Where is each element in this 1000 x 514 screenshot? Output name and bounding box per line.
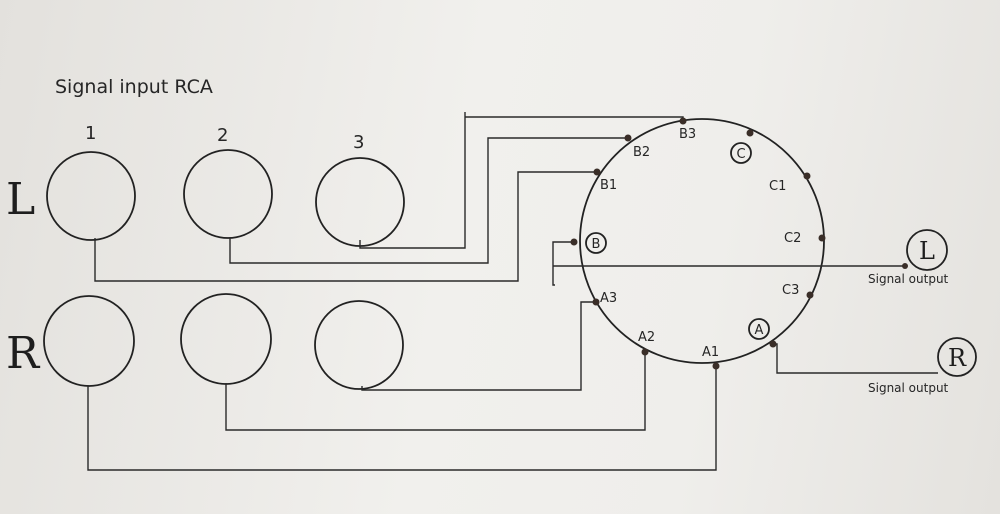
contact-label-B2: B2 [633, 145, 650, 160]
output-caption-left: Signal output [868, 272, 949, 286]
wire-R-output [773, 343, 938, 374]
contact-dot-A3 [592, 298, 600, 306]
contact-dot-C2 [818, 234, 826, 242]
wire-L2-B2 [229, 137, 628, 264]
jack-R3 [314, 300, 404, 390]
output-caption-right: Signal output [868, 381, 949, 395]
row-label-left: L [6, 174, 35, 225]
jack-L1 [46, 151, 136, 241]
jack-R2 [180, 293, 272, 385]
wire-L1-B1 [94, 171, 597, 282]
wire-B-common [552, 241, 574, 286]
position-label-C: C [736, 147, 745, 162]
output-jack-right [937, 337, 977, 377]
jack-L2 [183, 149, 273, 239]
contact-label-B1: B1 [600, 178, 617, 193]
wire-R3-A3 [361, 301, 596, 391]
input-number-1: 1 [85, 123, 96, 144]
wire-R1-A1 [87, 366, 717, 471]
position-label-A: A [755, 323, 764, 338]
contact-label-A3: A3 [600, 291, 617, 306]
output-label-right: R [948, 344, 967, 372]
position-marker-A [748, 318, 770, 340]
contact-dot-B [570, 238, 578, 246]
contact-dot-A1 [712, 362, 720, 370]
contact-label-A2: A2 [638, 330, 655, 345]
contact-dot-B3 [679, 117, 687, 125]
contact-dot-B1 [593, 168, 601, 176]
jack-R1 [43, 295, 135, 387]
contact-label-C1: C1 [769, 179, 786, 194]
contact-dot-B2 [624, 134, 632, 142]
row-label-right: R [6, 328, 41, 379]
title-label: Signal input RCA [55, 76, 213, 98]
input-number-3: 3 [353, 132, 364, 153]
wire-R2-A2 [225, 352, 646, 431]
contact-label-C3: C3 [782, 283, 799, 298]
contact-label-C2: C2 [784, 231, 801, 246]
output-jack-left [906, 229, 948, 271]
contact-dot-C [746, 129, 754, 137]
contact-dot-C1 [803, 172, 811, 180]
contact-dot-A2 [641, 348, 649, 356]
position-marker-B [585, 232, 607, 254]
wire-L3-B3-top [465, 116, 684, 121]
contact-dot-A [769, 340, 777, 348]
contact-label-A1: A1 [702, 345, 719, 360]
wire-L3-B3 [359, 112, 466, 249]
contact-dot-L-out [902, 263, 908, 269]
input-number-2: 2 [217, 125, 228, 146]
position-label-B: B [592, 237, 601, 252]
output-label-left: L [919, 237, 935, 265]
contact-label-B3: B3 [679, 127, 696, 142]
contact-dot-C3 [806, 291, 814, 299]
position-marker-C [730, 142, 752, 164]
jack-L3 [315, 157, 405, 247]
rotary-switch-ring [579, 118, 825, 364]
